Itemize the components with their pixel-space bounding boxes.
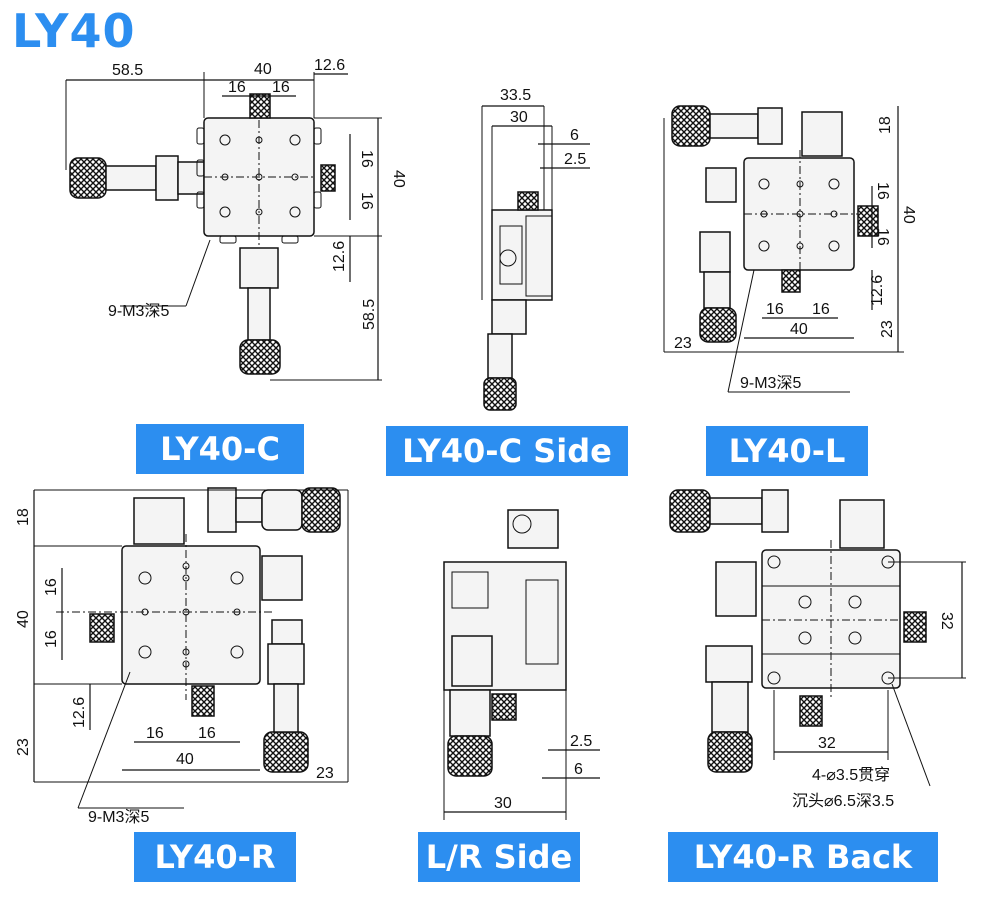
- dim-label: 16: [43, 578, 60, 596]
- dim-label: 16: [874, 182, 891, 200]
- dim-label: 30: [494, 795, 512, 812]
- dim-label: 23: [674, 335, 692, 352]
- dim-label: 32: [938, 612, 955, 630]
- micrometer-knob[interactable]: [239, 339, 281, 375]
- page-title: LY40: [12, 4, 136, 58]
- dim-label: 58.5: [112, 62, 143, 79]
- micrometer-knob[interactable]: [669, 489, 711, 533]
- dim-label: 23: [15, 738, 32, 756]
- holes-note: 9-M3深5: [88, 808, 149, 826]
- view-ly40-r-back: 32 32 4-⌀3.5贯穿 沉头⌀6.5深3.5: [669, 489, 966, 810]
- dim-label: 12.6: [314, 57, 345, 74]
- dim-label: 6: [574, 761, 583, 778]
- micrometer-knob[interactable]: [447, 735, 493, 777]
- dim-label: 16: [874, 228, 891, 246]
- caption-ly40-l: LY40-L: [706, 426, 868, 476]
- micrometer-knob[interactable]: [263, 731, 309, 773]
- dim-label: 40: [390, 170, 407, 188]
- dim-label: 58.5: [361, 299, 378, 330]
- dim-label: 40: [176, 751, 194, 768]
- holes-note: 沉头⌀6.5深3.5: [792, 792, 894, 810]
- view-ly40-c: 58.5 40 16 16 12.6 40 16 16 12.6 58.5 9-…: [65, 57, 407, 381]
- stage-body: [761, 549, 901, 689]
- dim-label: 12.6: [331, 241, 348, 272]
- dim-label: 16: [272, 79, 290, 96]
- micrometer-knob[interactable]: [301, 487, 341, 533]
- dim-label: 32: [818, 735, 836, 752]
- caption-ly40-r: LY40-R: [134, 832, 296, 882]
- micrometer-knob[interactable]: [69, 157, 107, 199]
- dim-label: 16: [358, 192, 375, 210]
- dim-label: 23: [316, 765, 334, 782]
- holes-note: 9-M3深5: [108, 302, 169, 320]
- view-ly40-l: 18 40 16 16 12.6 23 23 16 16 40 9-M3深5: [663, 105, 917, 393]
- dim-label: 40: [15, 610, 32, 628]
- dim-label: 16: [146, 725, 164, 742]
- dim-label: 40: [900, 206, 917, 224]
- micrometer-knob[interactable]: [707, 731, 753, 773]
- dim-label: 16: [198, 725, 216, 742]
- caption-ly40-c-side: LY40-C Side: [386, 426, 628, 476]
- stage-body: [121, 545, 261, 685]
- dim-label: 18: [877, 116, 894, 134]
- holes-note: 9-M3深5: [740, 374, 801, 392]
- dim-label: 16: [358, 150, 375, 168]
- view-ly40-c-side: 33.5 30 6 2.5: [481, 87, 590, 411]
- micrometer-knob[interactable]: [483, 377, 517, 411]
- micrometer-knob[interactable]: [671, 105, 711, 147]
- caption-ly40-r-back: LY40-R Back: [668, 832, 938, 882]
- holes-note: 4-⌀3.5贯穿: [812, 766, 890, 784]
- dim-label: 40: [790, 321, 808, 338]
- caption-lr-side: L/R Side: [418, 832, 580, 882]
- view-ly40-r: 18 40 16 16 12.6 23 16 16 40 23 9-M3深5: [15, 487, 349, 826]
- dim-label: 2.5: [570, 733, 592, 750]
- view-lr-side: 2.5 6 30: [443, 509, 600, 820]
- dim-label: 16: [812, 301, 830, 318]
- dim-label: 2.5: [564, 151, 586, 168]
- dim-label: 30: [510, 109, 528, 126]
- micrometer-knob[interactable]: [699, 307, 737, 343]
- dim-label: 6: [570, 127, 579, 144]
- dim-label: 12.6: [71, 697, 88, 728]
- dim-label: 23: [879, 320, 896, 338]
- dim-label: 16: [43, 630, 60, 648]
- caption-ly40-c: LY40-C: [136, 424, 304, 474]
- dim-label: 18: [15, 508, 32, 526]
- dim-label: 16: [228, 79, 246, 96]
- dim-label: 12.6: [869, 275, 886, 306]
- dim-label: 40: [254, 61, 272, 78]
- dim-label: 16: [766, 301, 784, 318]
- dim-label: 33.5: [500, 87, 531, 104]
